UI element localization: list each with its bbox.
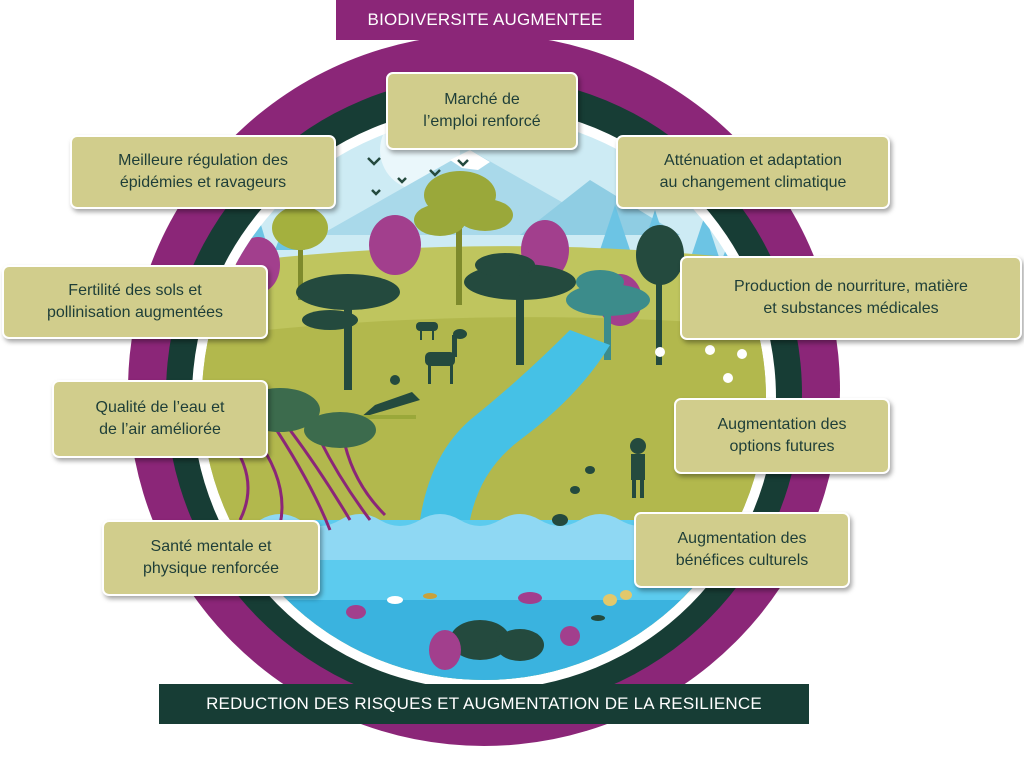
benefit-line: Marché de [444,91,520,108]
benefit-line: bénéfices culturels [675,552,809,569]
bird-icon [367,157,469,196]
benefit-line: Meilleure régulation des [118,152,288,169]
benefit-line: Qualité de l’eau et [95,399,225,416]
crab-icon [346,605,366,619]
benefit-line: au changement climatique [659,174,847,191]
benefit-climat: Atténuation et adaptation au changement … [616,135,890,209]
benefit-culture: Augmentation des bénéfices culturels [634,512,850,588]
banner-biodiversity: BIODIVERSITE AUGMENTEE [336,0,634,40]
benefit-line: Augmentation des [677,530,807,547]
banner-resilience: REDUCTION DES RISQUES ET AUGMENTATION DE… [159,684,809,724]
benefit-options: Augmentation des options futures [674,398,890,474]
jellyfish-icon [603,590,632,606]
benefit-line: et substances médicales [763,300,939,317]
deer-icon [416,322,467,384]
benefit-nourriture: Production de nourriture, matière et sub… [680,256,1022,340]
benefit-sante: Santé mentale et physique renforcée [102,520,320,596]
benefit-line: Fertilité des sols et [68,282,202,299]
benefit-line: physique renforcée [142,560,280,577]
benefit-line: options futures [729,438,835,455]
tree-icon [272,171,513,305]
benefit-line: de l’air améliorée [99,421,221,438]
benefit-line: Santé mentale et [150,538,272,555]
benefit-line: l’emploi renforcé [423,113,541,130]
person-icon [630,438,646,498]
benefit-line: épidémies et ravageurs [119,174,287,191]
benefit-line: pollinisation augmentées [46,304,224,321]
benefit-epidemies: Meilleure régulation des épidémies et ra… [70,135,336,209]
benefit-line: Production de nourriture, matière [734,278,968,295]
turtle-icon [552,466,595,526]
person-icon [356,375,420,419]
benefit-sols: Fertilité des sols et pollinisation augm… [2,265,268,339]
fish-icon [387,592,605,621]
benefit-line: Augmentation des [717,416,847,433]
flower-icon [655,345,747,383]
benefit-line: Atténuation et adaptation [664,152,842,169]
benefit-emploi: Marché de l’emploi renforcé [386,72,578,150]
benefit-eau-air: Qualité de l’eau et de l’air améliorée [52,380,268,458]
